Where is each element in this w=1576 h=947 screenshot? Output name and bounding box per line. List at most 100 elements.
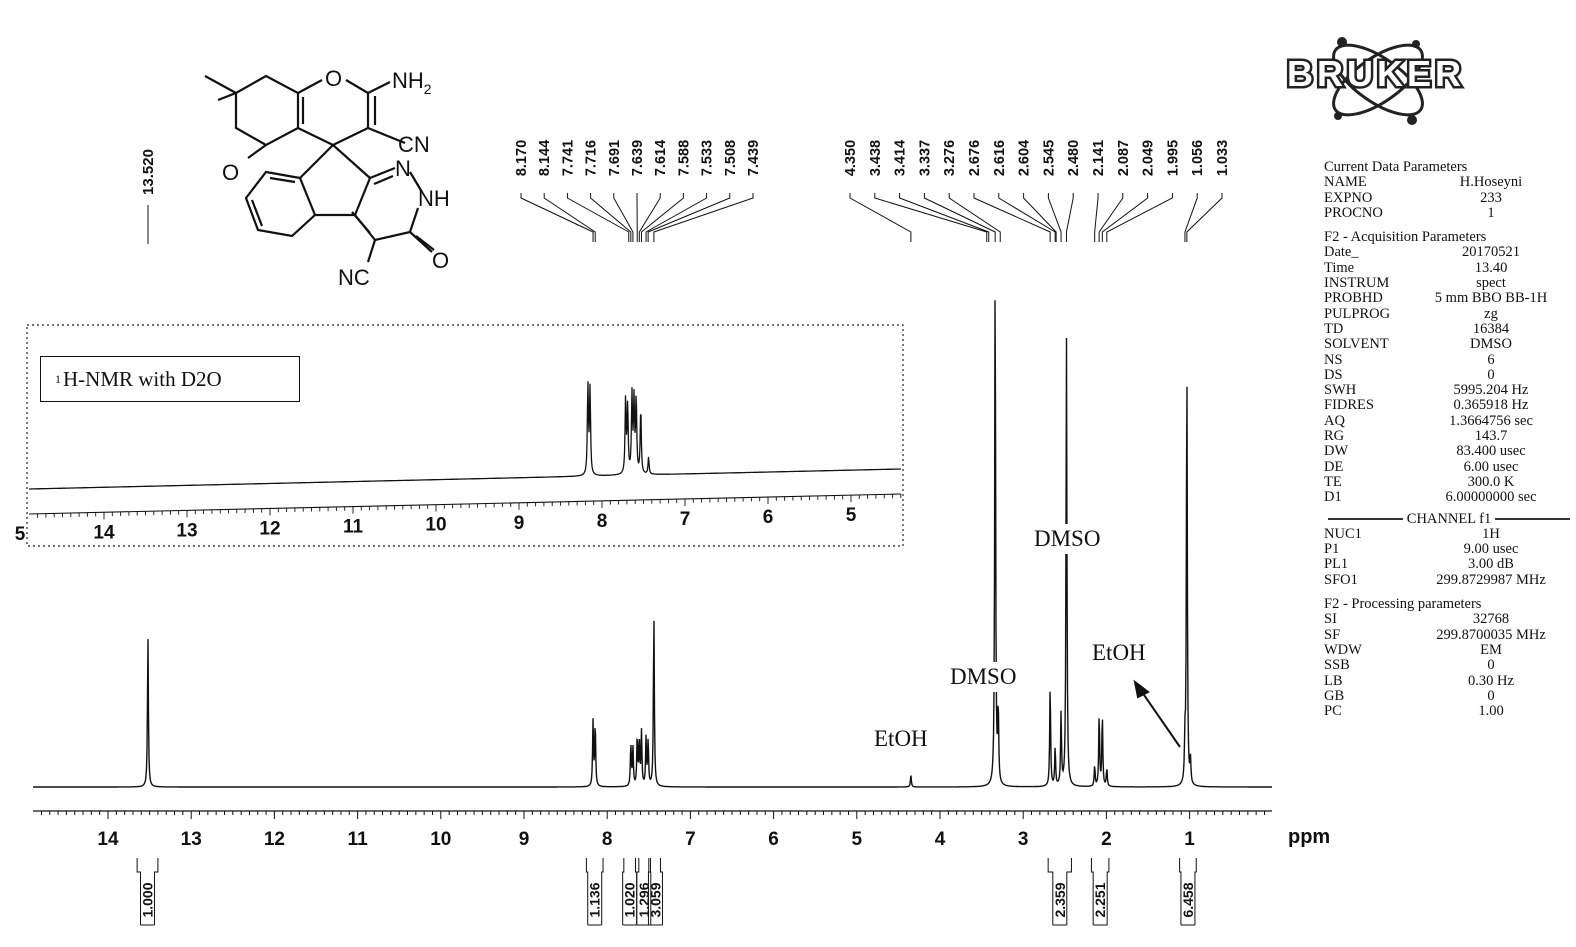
- peak-label-leader: [1094, 193, 1099, 242]
- param-value: 299.8700035 MHz: [1436, 626, 1546, 643]
- x-tick-label: 3: [1018, 829, 1029, 850]
- param-value: 0.365918 Hz: [1453, 397, 1529, 414]
- param-value: EM: [1480, 641, 1502, 658]
- param-key: PC: [1324, 703, 1342, 720]
- inset-x-tick-label: 14: [93, 522, 115, 543]
- integral-bracket: [136, 858, 159, 925]
- bond: [332, 127, 369, 146]
- param-key: TD: [1324, 320, 1344, 337]
- atom-label: NH2: [392, 68, 432, 97]
- x-tick-label: 10: [430, 829, 451, 850]
- bond: [409, 231, 433, 253]
- x-tick-label: 1: [1184, 829, 1195, 850]
- param-key: PROBHD: [1324, 290, 1383, 307]
- integral-value: 2.251: [1092, 882, 1108, 917]
- param-row: PROCNO 1: [1324, 204, 1574, 221]
- peak-label: 1.056: [1190, 140, 1206, 176]
- peak-label: 7.588: [676, 140, 692, 176]
- peak-label: 2.604: [1017, 140, 1033, 176]
- peak-label: 3.276: [942, 140, 958, 176]
- param-row: PC 1.00: [1324, 703, 1574, 720]
- peak-label: 2.049: [1141, 140, 1157, 176]
- integral-value: 3.059: [647, 882, 663, 917]
- bruker-logo: BRUKER: [1284, 37, 1464, 125]
- peak-label-leader: [647, 193, 731, 242]
- atom-label: NC: [338, 265, 370, 290]
- param-key: SFO1: [1324, 571, 1358, 588]
- x-tick-label: 13: [181, 829, 202, 850]
- peak-label-leader: [543, 193, 596, 242]
- param-row: Date_20170521: [1324, 245, 1574, 261]
- annotation-etoh-2: EtOH: [1080, 638, 1158, 668]
- param-key: NS: [1324, 351, 1343, 368]
- param-value: 0: [1487, 657, 1495, 674]
- inset-label-text: H-NMR with D2O: [63, 366, 222, 391]
- param-value: 9.00 usec: [1463, 541, 1519, 558]
- param-value: zg: [1484, 305, 1498, 322]
- peak-label-leader: [645, 193, 708, 242]
- spectrum-line: [33, 300, 1272, 788]
- peak-label: 2.545: [1041, 140, 1057, 176]
- bond: [298, 177, 317, 216]
- param-value: 13.40: [1474, 259, 1508, 276]
- param-value: 6: [1487, 351, 1495, 368]
- x-tick-label: 4: [935, 829, 946, 850]
- param-value: 32768: [1472, 611, 1510, 628]
- structure-atoms: O NH2 CN N NH O O NC: [222, 66, 450, 290]
- param-key: PROCNO: [1324, 204, 1383, 221]
- peak-label-leader: [638, 193, 661, 242]
- param-value: 1.00: [1478, 703, 1504, 720]
- integral-value: 1.136: [587, 882, 603, 917]
- inset-x-tick-label: 11: [343, 517, 364, 538]
- x-tick-label: 5: [852, 829, 863, 850]
- peak-label-leader: [1186, 193, 1223, 242]
- peak-label: 7.639: [630, 140, 646, 176]
- param-value: 1: [1487, 204, 1495, 221]
- x-tick-label: 12: [264, 829, 285, 850]
- bond: [353, 177, 372, 216]
- peak-label-leader: [640, 193, 684, 242]
- bond: [374, 230, 411, 242]
- bond: [297, 79, 323, 94]
- param-key: NUC1: [1324, 525, 1362, 542]
- peak-label-leader: [899, 193, 990, 242]
- inset-label: 1 H-NMR with D2O: [40, 356, 300, 402]
- param-value: 0: [1487, 687, 1495, 704]
- param-section-title: F2 - Acquisition Parameters: [1324, 229, 1487, 246]
- param-key: LB: [1324, 672, 1343, 689]
- param-value: 1.3664756 sec: [1449, 412, 1533, 429]
- inset-x-tick-label: 5: [15, 524, 26, 545]
- param-value: 233: [1480, 189, 1502, 206]
- peak-label-leader: [1184, 193, 1198, 242]
- atom-label: N: [395, 156, 411, 181]
- peak-label: 7.741: [560, 140, 576, 176]
- peak-label: 2.676: [967, 140, 983, 176]
- param-key: FIDRES: [1324, 397, 1374, 414]
- peak-label: 8.144: [537, 140, 553, 176]
- param-row: FIDRES 0.365918 Hz: [1324, 397, 1574, 414]
- peak-label: 2.616: [992, 140, 1008, 176]
- param-key: SWH: [1324, 382, 1357, 399]
- bond: [234, 74, 300, 147]
- peak-label: 7.439: [746, 140, 762, 176]
- bond: [373, 174, 394, 186]
- annotation-dmso-1: DMSO: [938, 662, 1029, 692]
- bond: [297, 127, 334, 146]
- param-row: NS 6: [1324, 351, 1574, 368]
- atom-label: O: [325, 66, 342, 91]
- peak-label: 8.170: [514, 140, 530, 176]
- param-section-title: F2 - Processing parameters: [1324, 596, 1482, 613]
- x-tick-label: 6: [768, 829, 779, 850]
